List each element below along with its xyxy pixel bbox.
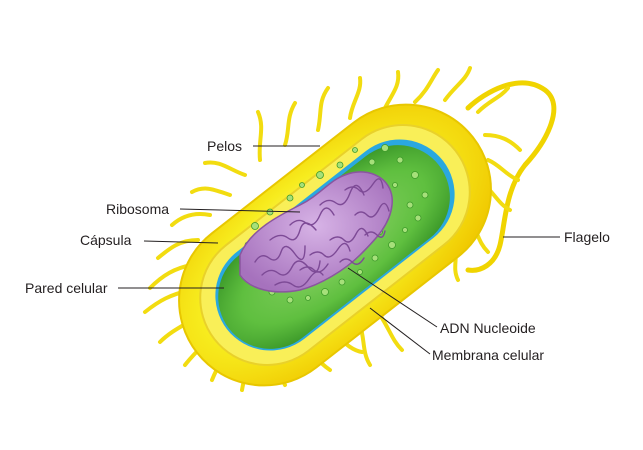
leader-ribosoma <box>179 208 301 213</box>
flagellum <box>465 80 557 273</box>
ribosomes <box>238 144 429 304</box>
label-membrana-celular: Membrana celular <box>432 347 545 363</box>
label-ribosoma: Ribosoma <box>106 201 170 217</box>
nucleoid <box>239 171 393 293</box>
label-capsula: Cápsula <box>80 232 132 248</box>
label-adn-nucleoide: ADN Nucleoide <box>440 320 536 336</box>
leader-capsula <box>143 240 219 244</box>
leader-adn <box>347 267 438 328</box>
label-pelos: Pelos <box>207 138 243 154</box>
leader-lines <box>118 145 560 355</box>
label-pared-celular: Pared celular <box>25 280 108 296</box>
label-flagelo: Flagelo <box>564 229 610 245</box>
leader-membrana <box>369 307 431 355</box>
